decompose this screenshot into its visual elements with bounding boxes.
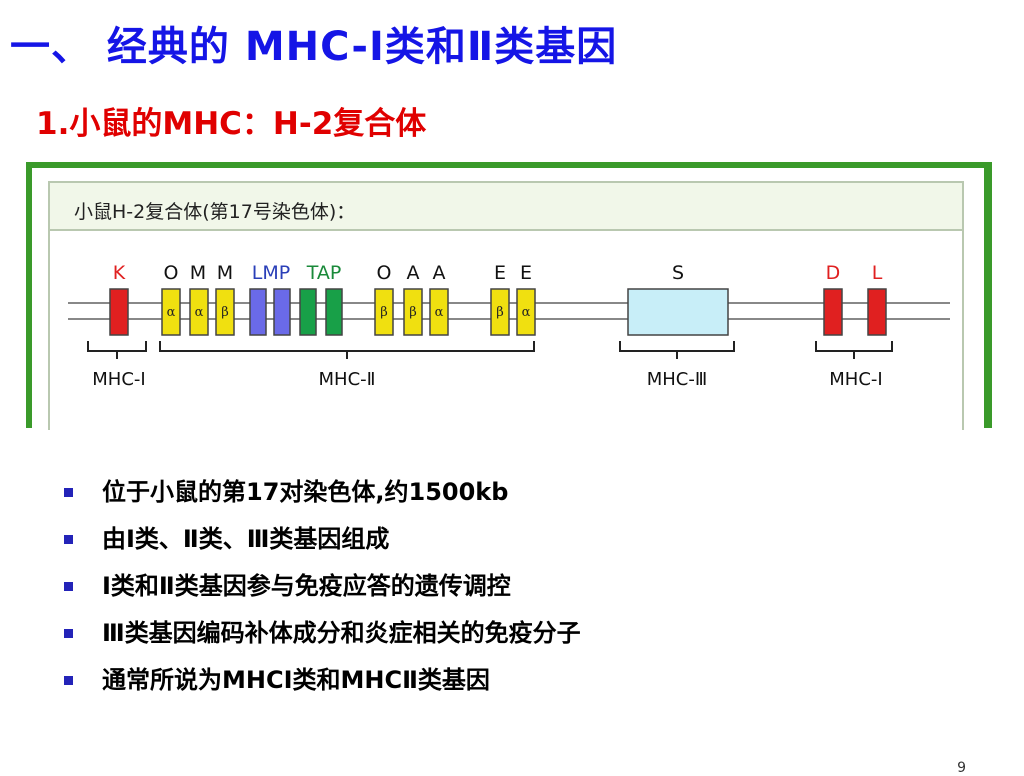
gene-name-label: TAP (306, 262, 342, 284)
gene-block (867, 288, 887, 336)
bullet-text: 通常所说为MHCⅠ类和MHCⅡ类基因 (102, 666, 490, 694)
bullet-text: Ⅰ类和Ⅱ类基因参与免疫应答的遗传调控 (102, 572, 511, 600)
gene-name-label: M (190, 262, 206, 284)
bullet-square-icon (64, 535, 73, 544)
gene-greek-label: α (195, 305, 204, 320)
gene-name-label: E (520, 262, 532, 284)
gene-greek-label: β (409, 305, 417, 320)
region-label: MHC-Ⅰ (92, 369, 145, 390)
gene-greek-label: α (435, 305, 444, 320)
gene-greek-label: α (167, 305, 176, 320)
page-number: 9 (957, 760, 966, 776)
gene-block (516, 288, 536, 336)
region-bracket (87, 341, 147, 359)
bullet-square-icon (64, 488, 73, 497)
slide-subtitle: 1.小鼠的MHC：H-2复合体 (36, 106, 427, 142)
gene-name-label: S (672, 262, 684, 284)
gene-block (189, 288, 209, 336)
gene-name-label: E (494, 262, 506, 284)
bullet-square-icon (64, 582, 73, 591)
gene-greek-label: β (496, 305, 504, 320)
region-bracket (159, 341, 535, 359)
gene-name-label: O (377, 262, 392, 284)
bullet-item: Ⅲ类基因编码补体成分和炎症相关的免疫分子 (58, 615, 581, 662)
gene-name-label: L (872, 262, 883, 284)
gene-greek-label: β (380, 305, 388, 320)
bullet-item: Ⅰ类和Ⅱ类基因参与免疫应答的遗传调控 (58, 568, 581, 615)
gene-block (215, 288, 235, 336)
gene-block (823, 288, 843, 336)
gene-block (490, 288, 510, 336)
bullet-item: 通常所说为MHCⅠ类和MHCⅡ类基因 (58, 662, 581, 709)
bullet-text: Ⅲ类基因编码补体成分和炎症相关的免疫分子 (102, 619, 581, 647)
bullet-text: 由Ⅰ类、Ⅱ类、Ⅲ类基因组成 (102, 525, 390, 553)
gene-block (374, 288, 394, 336)
figure-caption: 小鼠H-2复合体(第17号染色体)： (74, 201, 356, 223)
region-bracket (619, 341, 735, 359)
gene-block (429, 288, 449, 336)
gene-name-label: D (826, 262, 841, 284)
figure-header: 小鼠H-2复合体(第17号染色体)： (50, 183, 962, 231)
region-label: MHC-Ⅱ (319, 369, 376, 390)
gene-greek-label: β (221, 305, 229, 320)
bullet-item: 位于小鼠的第17对染色体,约1500kb (58, 474, 581, 521)
gene-block (249, 288, 267, 336)
gene-name-label: A (407, 262, 420, 284)
bullet-list: 位于小鼠的第17对染色体,约1500kb 由Ⅰ类、Ⅱ类、Ⅲ类基因组成 Ⅰ类和Ⅱ类… (58, 474, 581, 709)
gene-name-label: M (217, 262, 233, 284)
gene-name-label: A (433, 262, 446, 284)
bullet-square-icon (64, 629, 73, 638)
gene-block (325, 288, 343, 336)
slide-title: 一、 经典的 MHC-Ⅰ类和Ⅱ类基因 (10, 24, 618, 70)
gene-block (273, 288, 291, 336)
region-label: MHC-Ⅲ (647, 369, 708, 390)
gene-block (627, 288, 729, 336)
gene-name-label: LMP (252, 262, 290, 284)
bullet-text: 位于小鼠的第17对染色体,约1500kb (102, 478, 509, 506)
gene-name-label: K (113, 262, 126, 284)
bullet-item: 由Ⅰ类、Ⅱ类、Ⅲ类基因组成 (58, 521, 581, 568)
gene-block (109, 288, 129, 336)
gene-greek-label: α (522, 305, 531, 320)
gene-block (161, 288, 181, 336)
region-bracket (815, 341, 893, 359)
gene-block (403, 288, 423, 336)
gene-name-label: O (164, 262, 179, 284)
region-label: MHC-Ⅰ (829, 369, 882, 390)
gene-block (299, 288, 317, 336)
bullet-square-icon (64, 676, 73, 685)
